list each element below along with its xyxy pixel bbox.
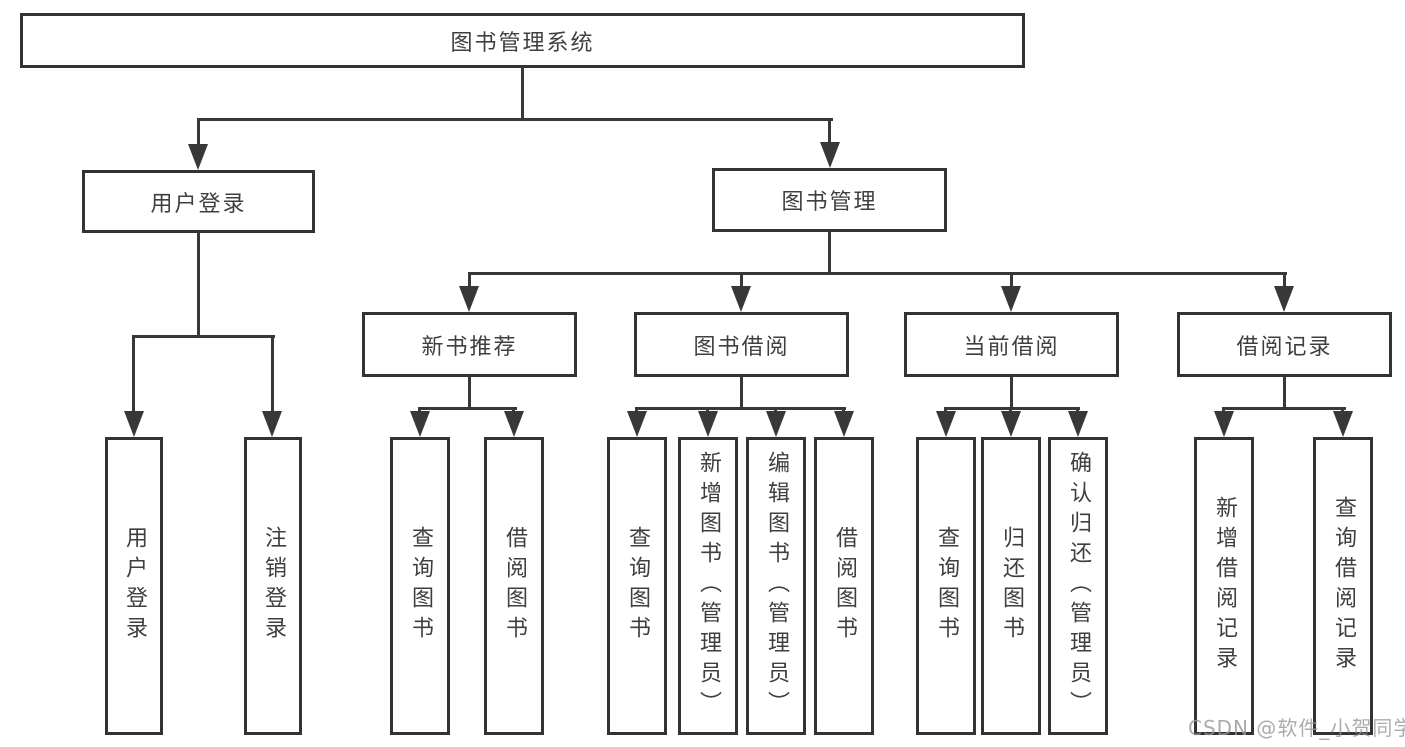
node-current-borrow-label: 当前借阅 [963,334,1060,360]
arrow-down-icon [188,144,208,170]
connector-line [828,118,831,144]
node-book-borrow-label: 图书借阅 [693,334,790,360]
node-current-borrow: 当前借阅 [904,312,1119,377]
arrow-down-icon [834,411,854,437]
node-cb-return-book: 归还图书 [981,437,1041,735]
connector-line [1283,377,1286,410]
node-bb-query-book: 查询图书 [607,437,667,735]
connector-line [197,233,200,338]
connector-line [774,407,777,413]
node-bb-edit-book-admin-label: 编辑图书（管理员） [764,451,789,721]
arrow-down-icon [1001,411,1021,437]
connector-line [418,407,517,410]
node-root-label: 图书管理系统 [450,30,595,56]
connector-line [1010,272,1013,288]
arrow-down-icon [262,411,282,437]
node-cb-confirm-return-admin-label: 确认归还（管理员） [1066,451,1091,721]
connector-line [740,377,743,410]
connector-line [468,272,1287,275]
connector-line [635,407,638,413]
connector-line [468,272,471,288]
arrow-down-icon [698,411,718,437]
node-new-book-recommend-label: 新书推荐 [421,334,518,360]
arrow-down-icon [936,411,956,437]
connector-line [944,407,947,413]
node-br-query-record: 查询借阅记录 [1313,437,1373,735]
node-nbr-query-book: 查询图书 [390,437,450,735]
connector-line [132,335,275,338]
node-nbr-query-book-label: 查询图书 [408,526,433,646]
arrow-down-icon [410,411,430,437]
arrow-down-icon [1068,411,1088,437]
connector-line [197,118,200,146]
arrow-down-icon [731,286,751,312]
node-br-query-record-label: 查询借阅记录 [1331,496,1356,676]
node-cb-query-book-label: 查询图书 [934,526,959,646]
node-logout-leaf: 注销登录 [244,437,302,735]
node-user-login-leaf: 用户登录 [105,437,163,735]
node-cb-confirm-return-admin: 确认归还（管理员） [1048,437,1108,735]
node-borrow-records: 借阅记录 [1177,312,1392,377]
connector-line [635,407,846,410]
node-borrow-records-label: 借阅记录 [1236,334,1333,360]
connector-line [468,377,471,410]
connector-line [197,118,833,121]
arrow-down-icon [1274,286,1294,312]
connector-line [1222,407,1225,413]
node-br-add-record: 新增借阅记录 [1194,437,1254,735]
connector-line [1222,407,1346,410]
node-user-login: 用户登录 [82,170,315,233]
arrow-down-icon [459,286,479,312]
connector-line [842,407,845,413]
arrow-down-icon [627,411,647,437]
connector-line [828,232,831,275]
arrow-down-icon [1333,411,1353,437]
node-br-add-record-label: 新增借阅记录 [1212,496,1237,676]
connector-line [512,407,515,413]
node-book-borrow: 图书借阅 [634,312,849,377]
node-bb-borrow-book-label: 借阅图书 [832,526,857,646]
arrow-down-icon [124,411,144,437]
node-new-book-recommend: 新书推荐 [362,312,577,377]
node-user-login-leaf-label: 用户登录 [122,526,147,646]
connector-line [1076,407,1079,413]
connector-line [944,407,1080,410]
node-book-management-label: 图书管理 [781,190,878,215]
connector-line [740,272,743,288]
connector-line [1283,272,1286,288]
node-bb-add-book-admin-label: 新增图书（管理员） [696,451,721,721]
node-cb-query-book: 查询图书 [916,437,976,735]
arrow-down-icon [820,142,840,168]
connector-line [418,407,421,413]
node-nbr-borrow-book: 借阅图书 [484,437,544,735]
connector-line [1341,407,1344,413]
arrow-down-icon [1214,411,1234,437]
connector-line [1009,407,1012,413]
node-bb-add-book-admin: 新增图书（管理员） [678,437,738,735]
node-nbr-borrow-book-label: 借阅图书 [502,526,527,646]
node-bb-query-book-label: 查询图书 [625,526,650,646]
node-user-login-label: 用户登录 [150,191,247,217]
arrow-down-icon [766,411,786,437]
connector-line [521,68,524,118]
connector-line [271,335,274,413]
node-bb-edit-book-admin: 编辑图书（管理员） [746,437,806,735]
watermark: CSDN @软件_小贺同学 [1188,716,1405,740]
arrow-down-icon [504,411,524,437]
connector-line [132,335,135,413]
node-book-management: 图书管理 [712,168,947,232]
connector-line [1010,377,1013,410]
arrow-down-icon [1001,286,1021,312]
node-root: 图书管理系统 [20,13,1025,68]
node-cb-return-book-label: 归还图书 [999,526,1024,646]
node-logout-leaf-label: 注销登录 [261,526,286,646]
node-bb-borrow-book: 借阅图书 [814,437,874,735]
connector-line [706,407,709,413]
